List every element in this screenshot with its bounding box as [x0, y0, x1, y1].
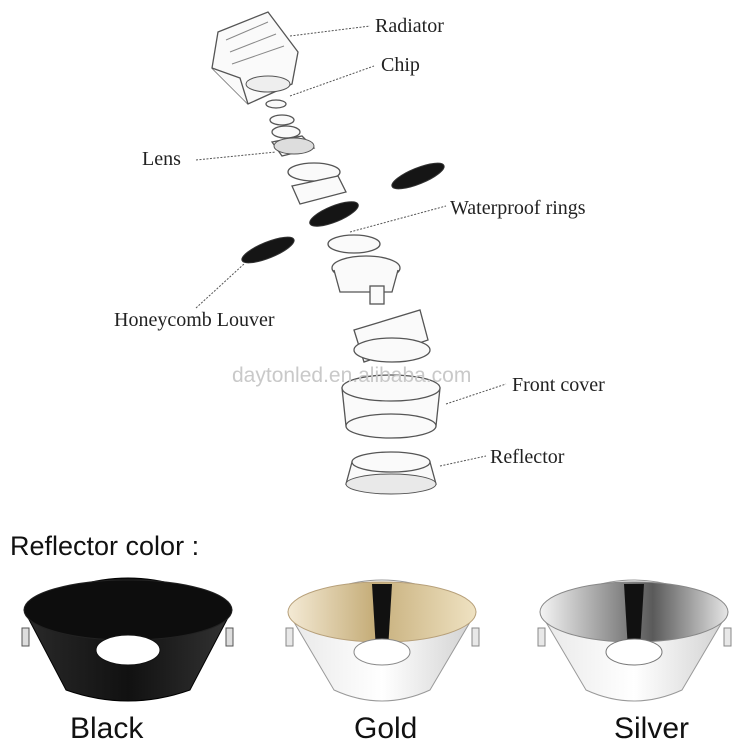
label-lens: Lens [142, 148, 181, 170]
radiator-part [211, 11, 299, 105]
reflector-color-heading: Reflector color : [10, 531, 199, 561]
lens-part [270, 125, 316, 157]
label-chip: Chip [381, 54, 420, 76]
waterproof-rings-part [287, 162, 381, 254]
label-front-cover: Front cover [512, 374, 605, 396]
color-label-gold: Gold [354, 712, 417, 745]
color-label-silver: Silver [614, 712, 689, 745]
exploded-assembly [211, 11, 445, 495]
label-honeycomb-louver: Honeycomb Louver [114, 309, 275, 331]
mount-ring-part [331, 255, 401, 305]
part-labels: Radiator Chip Lens Waterproof rings Hone… [114, 15, 605, 468]
reflector-swatch-gold [285, 579, 480, 702]
reflector-swatch-black [21, 577, 234, 702]
reflector-part [345, 451, 437, 495]
honeycomb-louver-parts [241, 162, 445, 264]
label-radiator: Radiator [375, 15, 444, 37]
reflector-swatch-silver [537, 579, 732, 702]
front-cover-part [341, 309, 441, 439]
watermark-text: daytonled.en.alibaba.com [232, 364, 471, 387]
chip-part [265, 99, 295, 126]
label-waterproof-rings: Waterproof rings [450, 197, 586, 219]
leader-lines [195, 25, 507, 467]
label-reflector: Reflector [490, 446, 565, 468]
color-label-black: Black [70, 712, 144, 745]
